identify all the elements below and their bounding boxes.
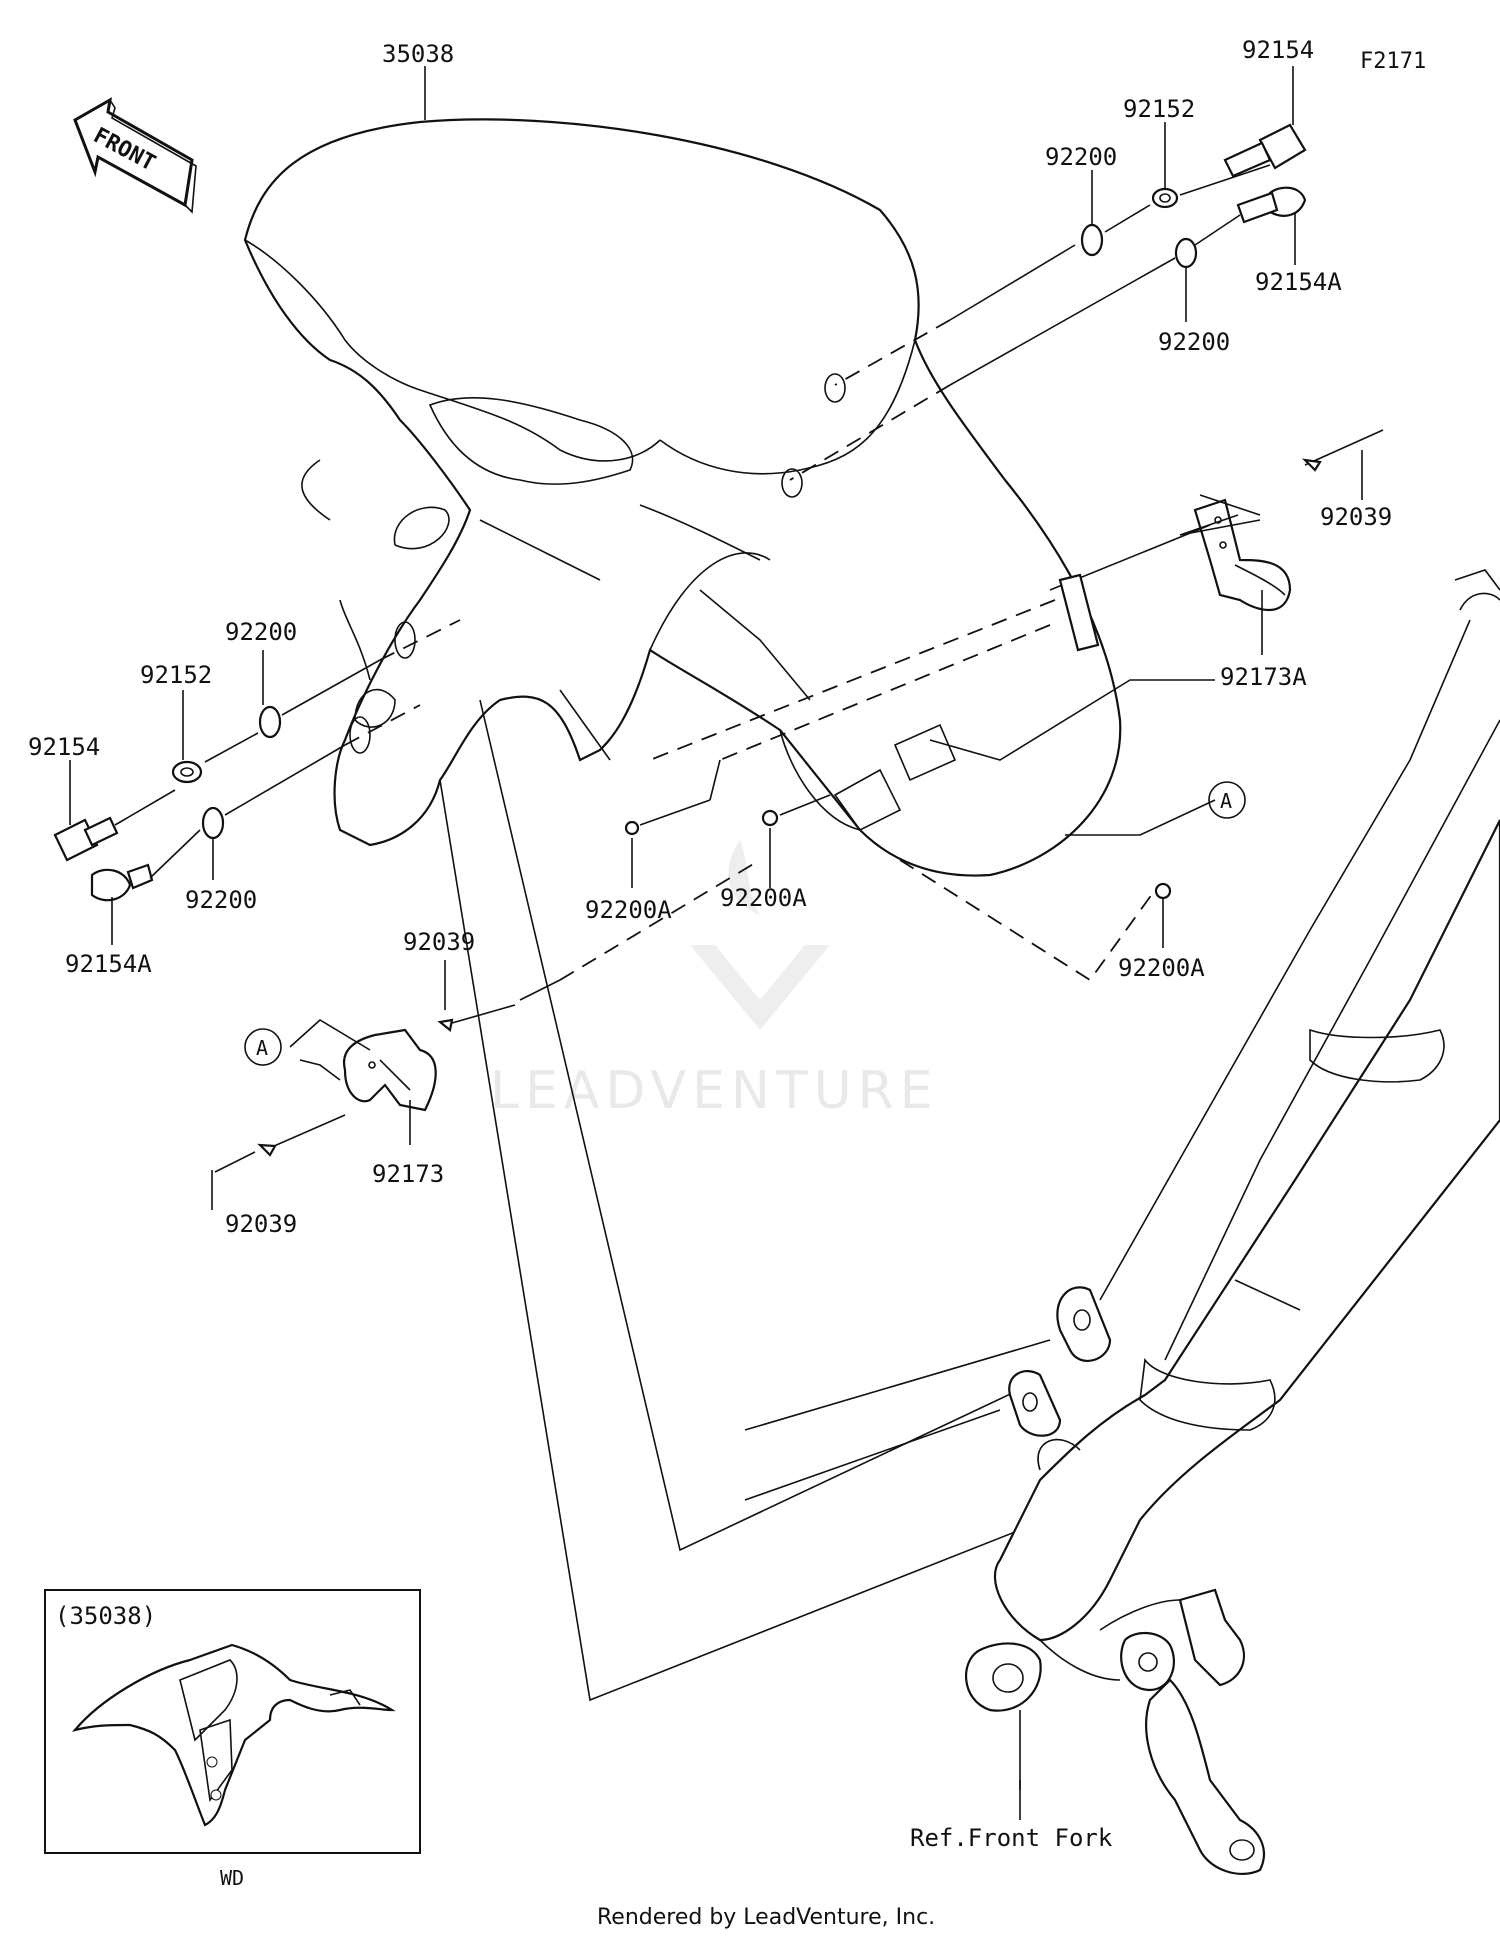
hardware-top-right: [781, 123, 1307, 498]
watermark: LEADVENTURE: [490, 840, 939, 1121]
callout-92200-top-left: 92200: [1045, 143, 1117, 171]
reference-a-right: A: [1220, 789, 1232, 813]
callout-92200-left-upper: 92200: [225, 618, 297, 646]
front-label: FRONT: [89, 123, 159, 176]
callout-92154a-left: 92154A: [65, 950, 152, 978]
bolt-icon: [1223, 123, 1307, 178]
callout-92173a: 92173A: [1220, 663, 1307, 691]
callout-92152-left: 92152: [140, 661, 212, 689]
leader-lines: [69, 66, 1363, 1820]
bolt-icon: [53, 816, 119, 862]
callout-92039-right: 92039: [1320, 503, 1392, 531]
washer-icon: [1151, 187, 1179, 209]
callout-92200a-3: 92200A: [1118, 954, 1205, 982]
nut-icons: [624, 679, 1215, 982]
front-fender: [243, 118, 1122, 1702]
ref-front-fork: Ref.Front Fork: [910, 1824, 1113, 1852]
callout-92154a-top: 92154A: [1255, 268, 1342, 296]
o-ring-icon: [1080, 223, 1198, 269]
washer-icon: [171, 760, 203, 784]
bolt-icon: [1236, 186, 1307, 224]
reference-marker-a-left: [244, 1028, 282, 1066]
clamp-left: [214, 859, 761, 1173]
diagram-code: F2171: [1360, 49, 1426, 74]
callout-92154-left: 92154: [28, 733, 100, 761]
callout-92200a-1: 92200A: [585, 896, 672, 924]
callout-92200a-2: 92200A: [720, 884, 807, 912]
callout-92200-left-lower: 92200: [185, 886, 257, 914]
hardware-left: [53, 619, 461, 902]
watermark-text: LEADVENTURE: [490, 1061, 939, 1121]
callout-92039-left-bottom: 92039: [225, 1210, 297, 1238]
front-arrow-icon: FRONT: [73, 97, 197, 214]
callout-92152-top: 92152: [1123, 95, 1195, 123]
inset-variant: WD: [220, 1866, 244, 1890]
callout-92154-top: 92154: [1242, 36, 1314, 64]
front-fork-ref: [744, 569, 1500, 1875]
bolt-icon: [90, 863, 154, 902]
o-ring-icon: [201, 705, 282, 840]
reference-a-left: A: [256, 1036, 268, 1060]
clamp-right: [649, 429, 1384, 801]
callout-92039-left-top: 92039: [403, 928, 475, 956]
inset-title: (35038): [55, 1602, 156, 1630]
callout-92200-top-right: 92200: [1158, 328, 1230, 356]
callout-92173: 92173: [372, 1160, 444, 1188]
footer-credit: Rendered by LeadVenture, Inc.: [597, 1905, 935, 1930]
inset-box: [44, 1589, 421, 1854]
callout-35038: 35038: [382, 40, 454, 68]
reference-marker-a-right: [1208, 781, 1246, 819]
